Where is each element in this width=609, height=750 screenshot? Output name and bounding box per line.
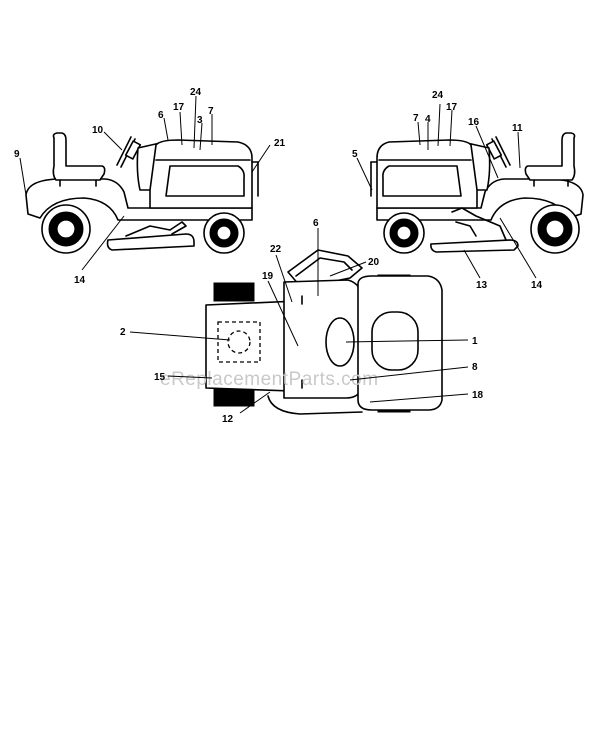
callout-8: 8 xyxy=(472,362,478,373)
callout-22: 22 xyxy=(270,244,282,255)
callout-9: 9 xyxy=(14,149,20,160)
callout-16: 16 xyxy=(468,117,480,128)
callout-20: 20 xyxy=(368,257,380,268)
left-rear-fender xyxy=(25,178,253,221)
left-steering-wheel xyxy=(116,136,142,168)
callout-24b: 24 xyxy=(432,90,444,101)
left-side-view-mower xyxy=(25,132,259,254)
callout-5: 5 xyxy=(352,149,358,160)
callout-18: 18 xyxy=(472,390,484,401)
callout-14b: 14 xyxy=(531,280,543,291)
callout-12: 12 xyxy=(222,414,234,425)
callout-14: 14 xyxy=(74,275,86,286)
callout-10: 10 xyxy=(92,125,104,136)
left-seat-back xyxy=(52,132,106,181)
callout-7: 7 xyxy=(208,106,214,117)
right-side-view-mower xyxy=(370,132,584,254)
callout-6b: 6 xyxy=(313,218,319,229)
callout-17: 17 xyxy=(173,102,185,113)
callout-7b: 7 xyxy=(413,113,419,124)
right-seat-back xyxy=(524,132,576,181)
right-hood xyxy=(376,139,478,209)
left-mower-deck xyxy=(106,233,195,251)
callout-19: 19 xyxy=(262,271,274,282)
callout-24: 24 xyxy=(190,87,202,98)
top-rear-left-tire xyxy=(213,282,255,302)
top-rear-right-tire xyxy=(213,387,255,407)
right-mower-deck xyxy=(430,239,519,253)
top-fuel-area xyxy=(217,321,261,363)
top-view-mower xyxy=(205,249,443,415)
callout-2: 2 xyxy=(120,327,126,338)
callout-6: 6 xyxy=(158,110,164,121)
right-steering-wheel xyxy=(485,136,511,168)
callout-17b: 17 xyxy=(446,102,458,113)
callout-15: 15 xyxy=(154,372,166,383)
watermark-text: eReplacementParts.com xyxy=(160,369,379,390)
callout-13: 13 xyxy=(476,280,488,291)
leader-lines xyxy=(19,95,537,414)
callout-numbers: 9 10 6 17 24 3 7 21 14 5 7 4 24 17 16 11… xyxy=(14,87,543,425)
callout-21: 21 xyxy=(274,138,286,149)
callout-3: 3 xyxy=(197,115,203,126)
callout-1: 1 xyxy=(472,336,478,347)
left-hood xyxy=(149,139,253,209)
callout-4: 4 xyxy=(425,114,431,125)
callout-11: 11 xyxy=(512,123,523,134)
